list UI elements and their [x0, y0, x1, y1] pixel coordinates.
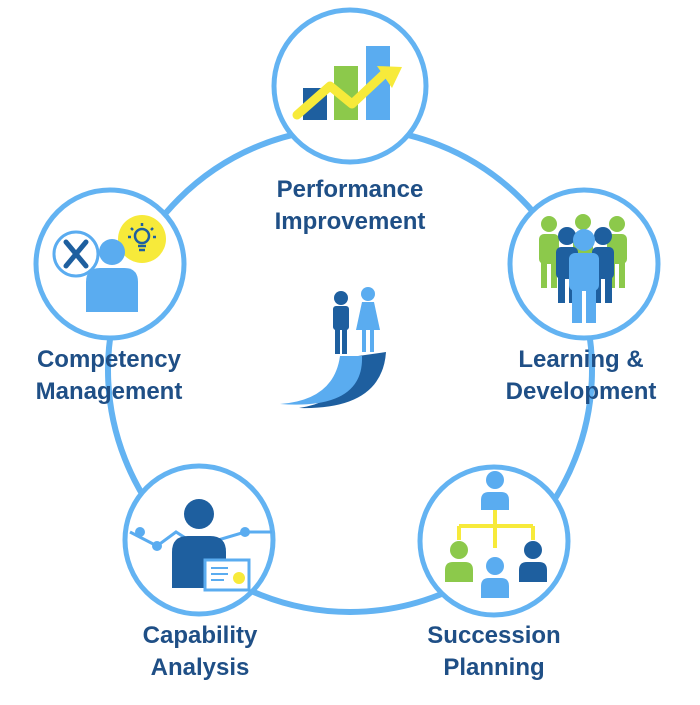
label-performance-improvement: Performance Improvement: [230, 174, 470, 238]
label-line1: Succession: [427, 622, 561, 649]
lightbulb-bubble-icon: [118, 215, 166, 263]
label-line1: Capability: [142, 622, 258, 649]
node-competency-management: [33, 187, 187, 341]
node-learning-development: [507, 187, 661, 341]
ramp-front-shape: [280, 356, 363, 405]
woman-figure-icon: [356, 287, 380, 352]
analyst-certificate-icon: [129, 499, 272, 592]
label-capability-analysis: Capability Analysis: [100, 620, 300, 684]
label-line2: Management: [35, 378, 183, 405]
label-line2: Analysis: [150, 654, 250, 681]
label-competency-management: Competency Management: [4, 344, 214, 408]
label-line2: Development: [505, 378, 657, 405]
label-line1: Competency: [36, 346, 182, 373]
lightbulb-icon: [128, 223, 156, 252]
label-line2: Improvement: [274, 208, 426, 235]
label-line1: Learning &: [518, 346, 644, 373]
node-succession-planning: [417, 464, 571, 618]
team-group-icon: [539, 214, 627, 323]
center-growth-icon: [280, 287, 386, 409]
competency-person-icon: [52, 215, 166, 312]
man-figure-icon: [333, 291, 349, 354]
label-line1: Performance: [276, 176, 424, 203]
wrench-screwdriver-icon: [63, 239, 89, 269]
ramp-back-shape: [299, 352, 386, 409]
growth-chart-icon: [292, 46, 402, 120]
org-chart-icon: [445, 471, 547, 598]
node-capability-analysis: [122, 463, 276, 617]
node-performance-improvement: [271, 7, 429, 165]
label-learning-development: Learning & Development: [476, 344, 686, 408]
label-succession-planning: Succession Planning: [394, 620, 594, 684]
label-line2: Planning: [443, 654, 545, 681]
